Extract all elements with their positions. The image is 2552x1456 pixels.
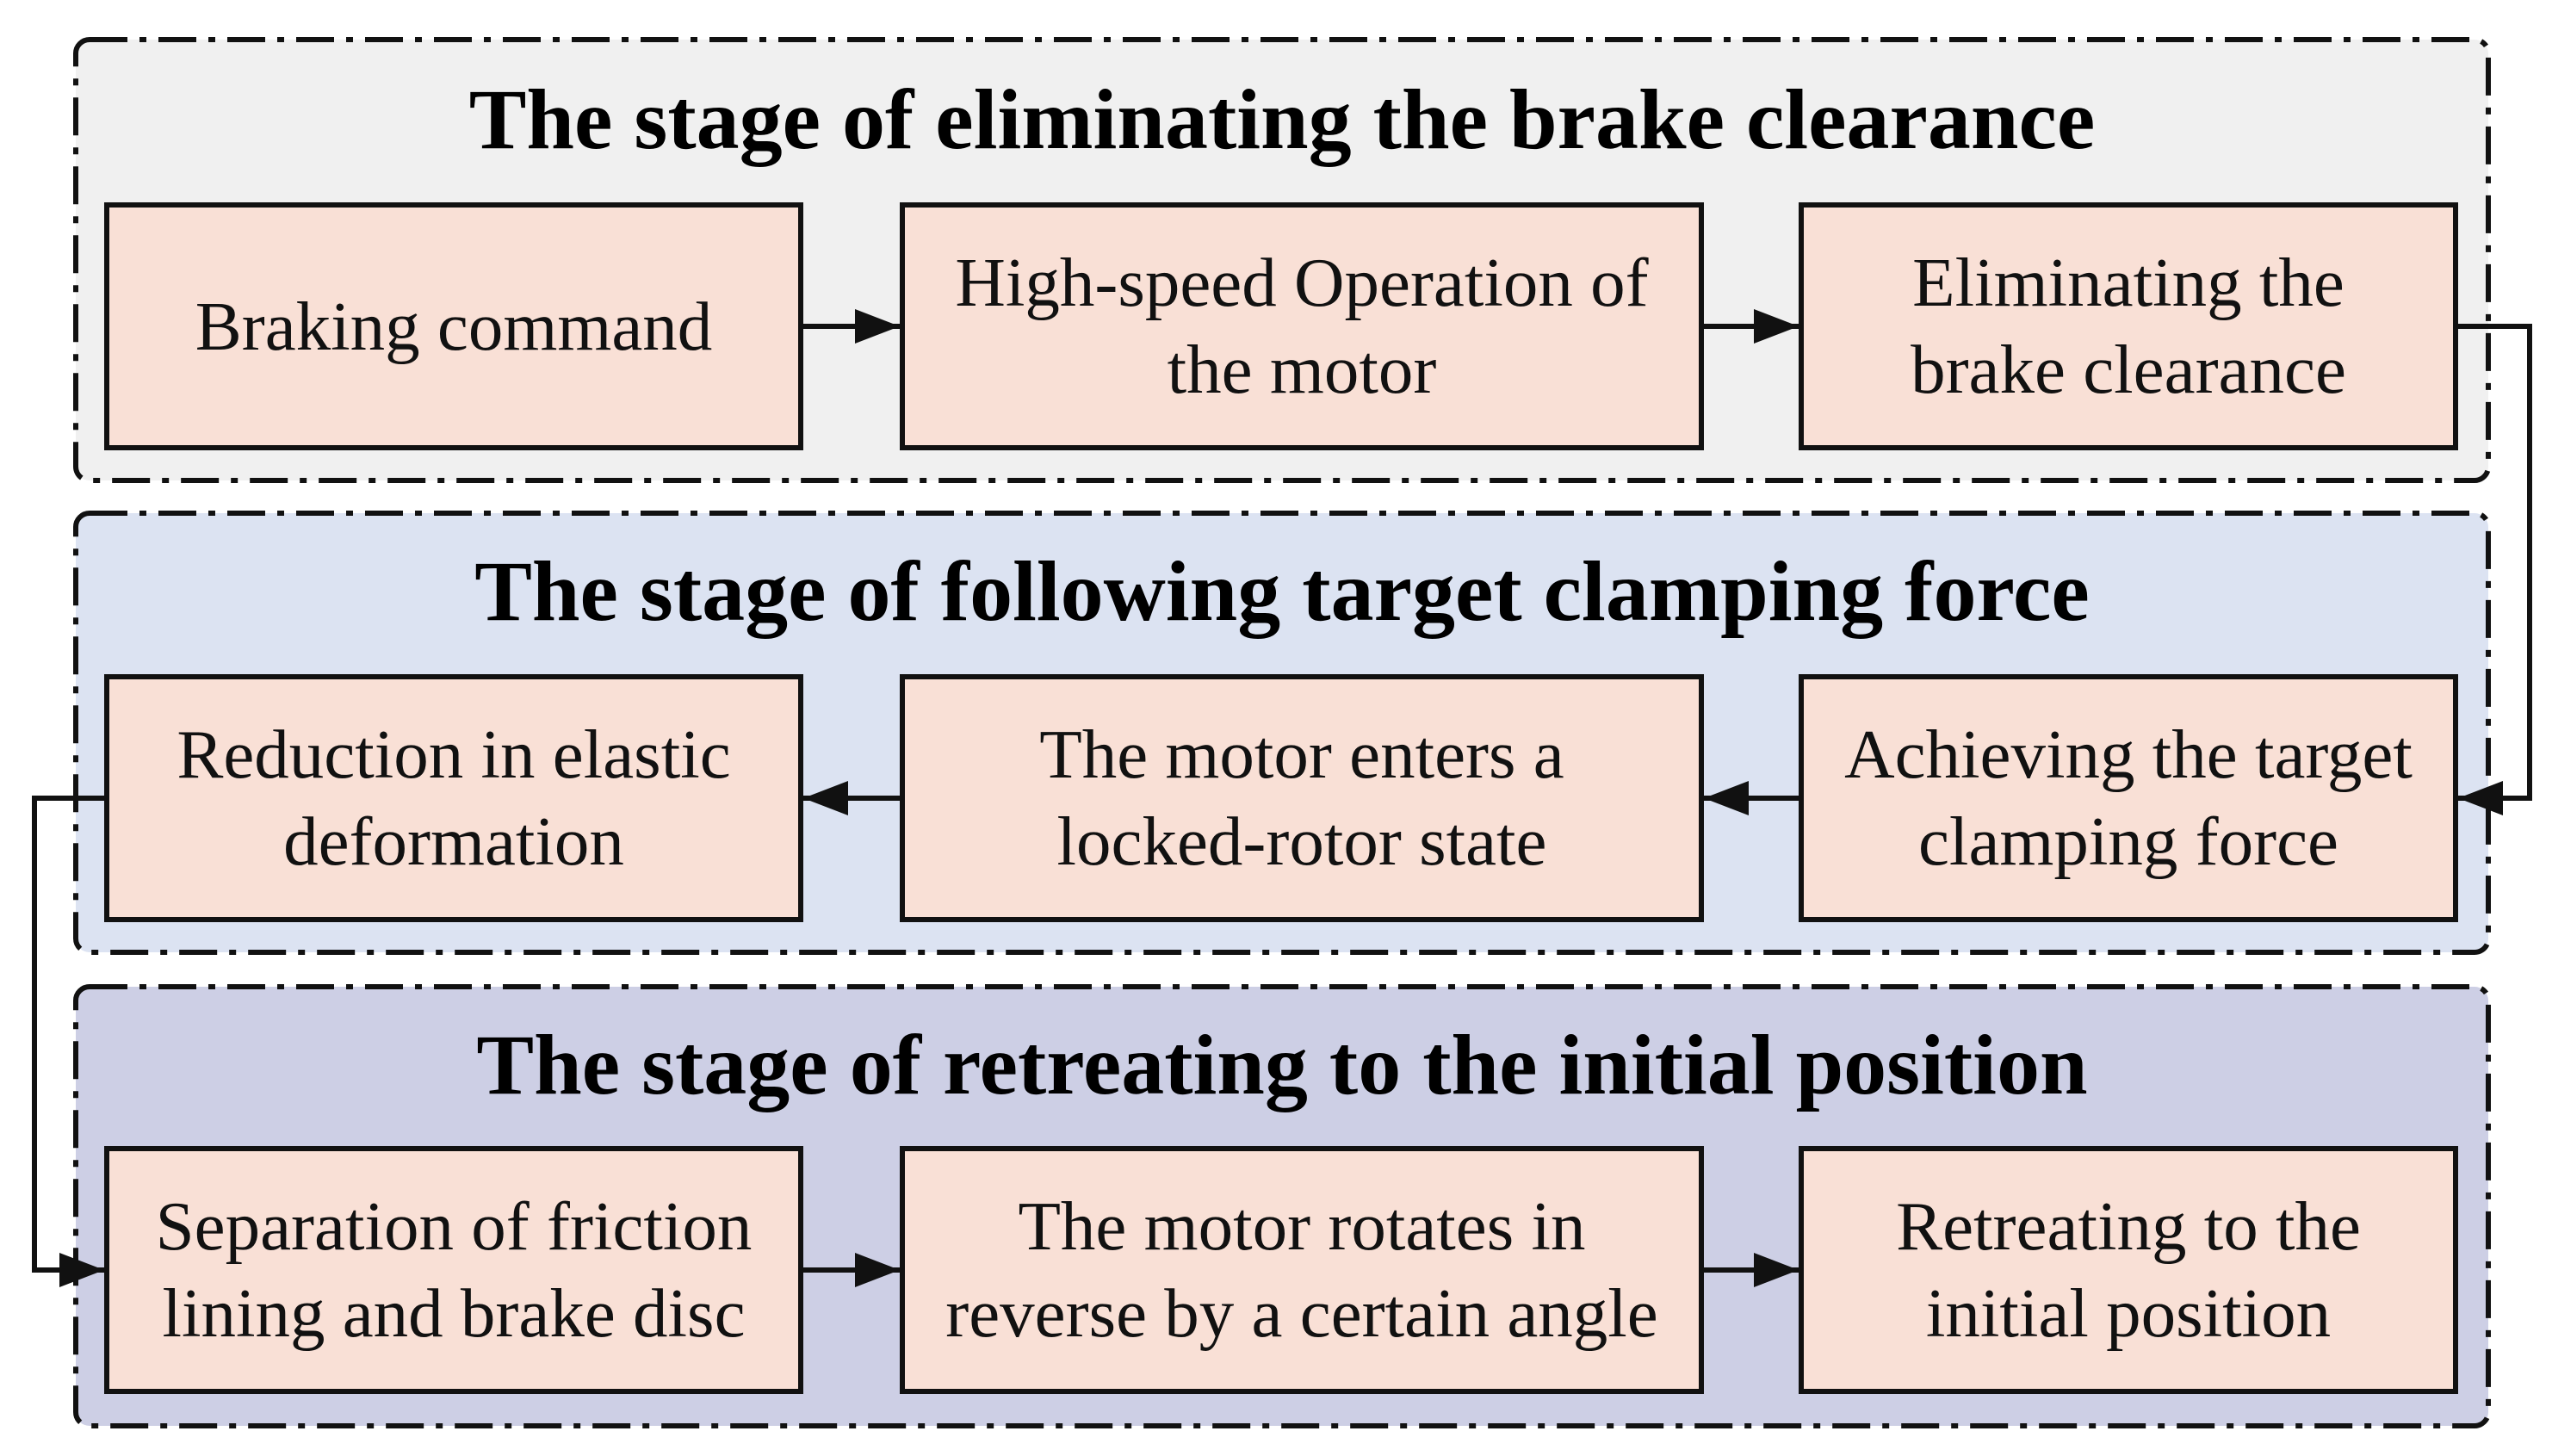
- step-high-speed-operation: High-speed Operation of the motor: [900, 202, 1704, 450]
- stage-retreating-initial-position: The stage of retreating to the initial p…: [73, 984, 2491, 1428]
- step-line: Braking command: [195, 288, 713, 365]
- step-line: High-speed Operation of: [955, 244, 1648, 321]
- step-line: Eliminating the: [1912, 244, 2344, 321]
- step-locked-rotor-state: The motor enters a locked-rotor state: [900, 674, 1704, 922]
- step-separation-friction-lining: Separation of friction lining and brake …: [104, 1146, 803, 1394]
- step-line: locked-rotor state: [1056, 802, 1546, 880]
- step-box: [1799, 674, 2458, 922]
- stage-1-frame: [73, 37, 2491, 483]
- step-box: [900, 202, 1704, 450]
- stage-following-clamping-force: The stage of following target clamping f…: [73, 511, 2491, 955]
- step-line: Retreating to the: [1896, 1187, 2361, 1265]
- step-line: Reduction in elastic: [177, 716, 730, 793]
- stage-2-frame: [73, 511, 2491, 955]
- step-line: clamping force: [1918, 802, 2338, 880]
- step-box: [1799, 1146, 2458, 1394]
- step-retreating-initial-position: Retreating to the initial position: [1799, 1146, 2458, 1394]
- step-line: Achieving the target: [1844, 716, 2413, 793]
- step-reduction-elastic-deformation: Reduction in elastic deformation: [104, 674, 803, 922]
- step-box: [1799, 202, 2458, 450]
- step-box: [900, 674, 1704, 922]
- step-achieving-target-force: Achieving the target clamping force: [1799, 674, 2458, 922]
- step-line: deformation: [283, 802, 624, 880]
- step-box: [104, 674, 803, 922]
- step-eliminating-clearance: Eliminating the brake clearance: [1799, 202, 2458, 450]
- stage-1-title: The stage of eliminating the brake clear…: [469, 71, 2096, 167]
- stage-eliminating-clearance: The stage of eliminating the brake clear…: [73, 37, 2491, 483]
- step-line: initial position: [1926, 1274, 2331, 1352]
- step-line: lining and brake disc: [162, 1274, 745, 1352]
- step-box: [900, 1146, 1704, 1394]
- stage-3-frame: [73, 984, 2491, 1428]
- step-box: [104, 1146, 803, 1394]
- step-braking-command: Braking command: [104, 202, 803, 450]
- step-line: reverse by a certain angle: [945, 1274, 1658, 1352]
- step-line: the motor: [1168, 331, 1437, 408]
- arrow-reduction-to-separation: [32, 796, 107, 1287]
- step-line: The motor rotates in: [1018, 1187, 1585, 1265]
- stage-3-title: The stage of retreating to the initial p…: [476, 1017, 2087, 1112]
- stage-2-title: The stage of following target clamping f…: [474, 543, 2090, 639]
- step-line: Separation of friction: [156, 1187, 753, 1265]
- step-line: brake clearance: [1911, 331, 2346, 408]
- flow-connectors: [32, 309, 2532, 1287]
- step-box: [104, 202, 803, 450]
- step-motor-reverse-rotation: The motor rotates in reverse by a certai…: [900, 1146, 1704, 1394]
- step-line: The motor enters a: [1039, 716, 1564, 793]
- arrow-eliminating-to-achieving: [2456, 324, 2532, 815]
